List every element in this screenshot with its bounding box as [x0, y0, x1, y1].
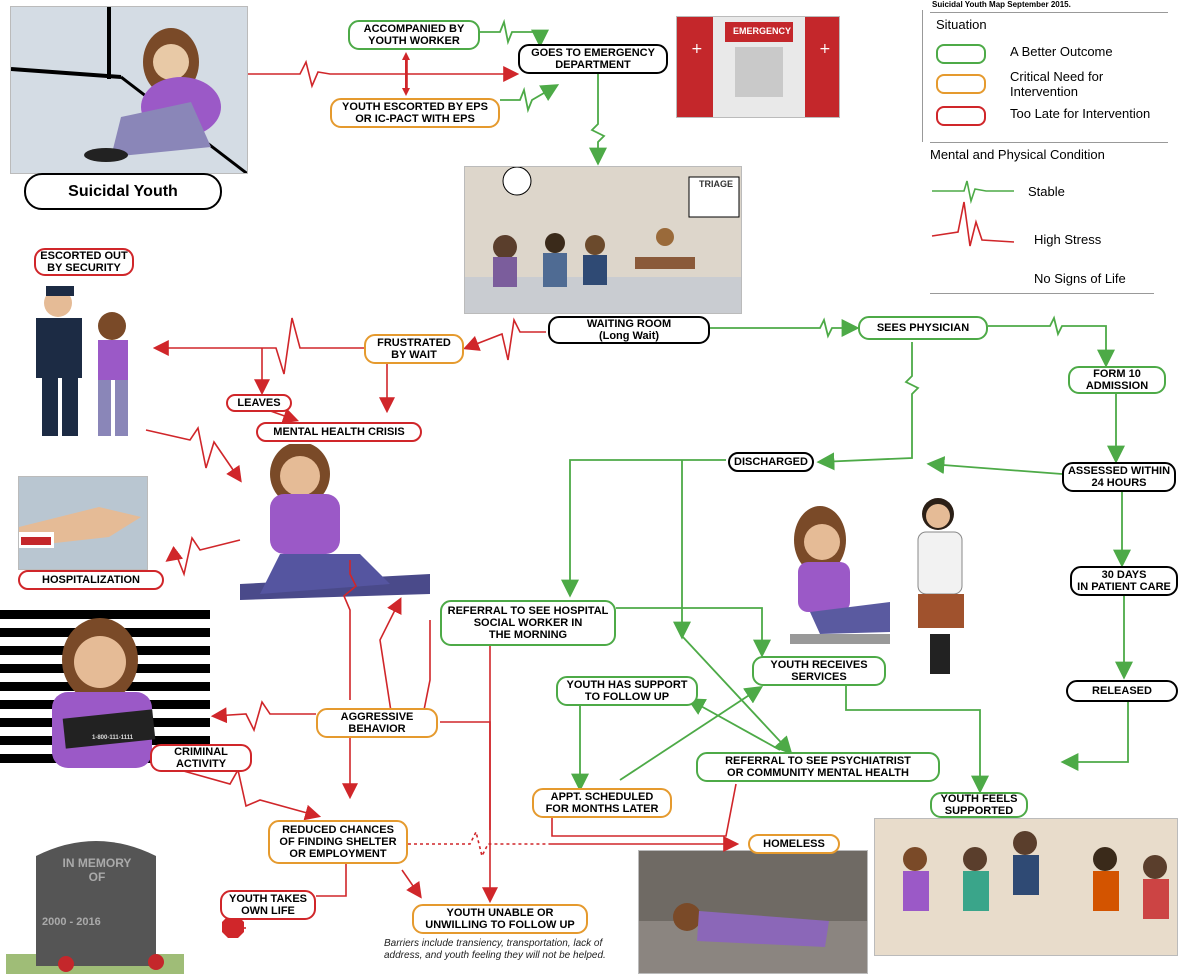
node-leaves: LEAVES	[226, 394, 292, 412]
node-waiting-room: WAITING ROOM (Long Wait)	[548, 316, 710, 344]
legend-pulse-icons	[931, 180, 1015, 247]
legend-critical-need-swatch	[936, 74, 986, 94]
waiting-room-illustration: TRIAGE	[464, 166, 742, 314]
legend-too-late-label: Too Late for Intervention	[1010, 106, 1151, 121]
node-homeless: HOMELESS	[748, 834, 840, 854]
node-discharged: DISCHARGED	[728, 452, 814, 472]
node-youth-receives-services: YOUTH RECEIVES SERVICES	[752, 656, 886, 686]
legend-no-signs-label: No Signs of Life	[1034, 271, 1126, 286]
node-youth-escorted-by-eps: YOUTH ESCORTED BY EPS OR IC-PACT WITH EP…	[330, 98, 500, 128]
high-stress-pulse-icon	[931, 201, 1015, 247]
legend-situation-heading: Situation	[936, 17, 987, 32]
security-guard-illustration	[18, 278, 142, 438]
svg-text:+: +	[691, 41, 703, 57]
node-reduced-chances: REDUCED CHANCES OF FINDING SHELTER OR EM…	[268, 820, 408, 864]
legend: Situation A Better Outcome Critical Need…	[922, 0, 1178, 300]
node-referral-hospital-social-worker: REFERRAL TO SEE HOSPITAL SOCIAL WORKER I…	[440, 600, 616, 646]
node-hospitalization: HOSPITALIZATION	[18, 570, 164, 590]
crisis-youth-illustration	[240, 444, 436, 600]
support-group-illustration	[874, 818, 1178, 956]
node-youth-unable-unwilling: YOUTH UNABLE OR UNWILLING TO FOLLOW UP	[412, 904, 588, 934]
legend-condition-heading: Mental and Physical Condition	[930, 147, 1105, 162]
node-assessed-within-24-hours: ASSESSED WITHIN 24 HOURS	[1062, 462, 1176, 492]
legend-high-stress-label: High Stress	[1034, 232, 1102, 247]
tombstone-memory-text: IN MEMORY OF	[62, 856, 132, 884]
node-mental-health-crisis: MENTAL HEALTH CRISIS	[256, 422, 422, 442]
node-suicidal-youth: Suicidal Youth	[24, 173, 222, 210]
node-escorted-out-by-security: ESCORTED OUT BY SECURITY	[34, 248, 134, 276]
emergency-sign-text: EMERGENCY	[733, 26, 792, 36]
legend-stable-label: Stable	[1028, 184, 1065, 199]
psychiatrist-illustration	[770, 484, 1002, 680]
legend-critical-need-label: Critical Need for Intervention	[1010, 69, 1104, 99]
node-youth-takes-own-life: YOUTH TAKES OWN LIFE	[220, 890, 316, 920]
tombstone-years-text: 2000 - 2016	[42, 916, 101, 928]
stop-icon	[222, 916, 244, 938]
legend-better-outcome-swatch	[936, 44, 986, 64]
tombstone-illustration: IN MEMORY OF 2000 - 2016	[6, 826, 184, 974]
mugshot-sign-text: 1-800-111-1111	[92, 735, 134, 741]
hospitalization-illustration	[18, 476, 148, 570]
node-sees-physician: SEES PHYSICIAN	[858, 316, 988, 340]
map-title: Suicidal Youth Map September 2015.	[932, 0, 1071, 9]
legend-better-outcome-label: A Better Outcome	[1010, 44, 1113, 59]
node-criminal-activity: CRIMINAL ACTIVITY	[150, 744, 252, 772]
node-aggressive-behavior: AGGRESSIVE BEHAVIOR	[316, 708, 438, 738]
stable-pulse-icon	[932, 180, 1014, 205]
mugshot-illustration: 1-800-111-1111	[0, 610, 210, 768]
node-youth-has-support: YOUTH HAS SUPPORT TO FOLLOW UP	[556, 676, 698, 706]
node-frustrated-by-wait: FRUSTRATED BY WAIT	[364, 334, 464, 364]
legend-too-late-swatch	[936, 106, 986, 126]
node-goes-to-emergency: GOES TO EMERGENCY DEPARTMENT	[518, 44, 668, 74]
emergency-door-illustration: + + EMERGENCY	[676, 16, 840, 118]
node-form-10-admission: FORM 10 ADMISSION	[1068, 366, 1166, 394]
node-youth-feels-supported: YOUTH FEELS SUPPORTED	[930, 792, 1028, 818]
suicidal-youth-illustration	[10, 6, 248, 174]
homeless-illustration	[638, 850, 868, 974]
node-appt-scheduled-months-later: APPT. SCHEDULED FOR MONTHS LATER	[532, 788, 672, 818]
node-accompanied-by-youth-worker: ACCOMPANIED BY YOUTH WORKER	[348, 20, 480, 50]
node-30-days-in-patient-care: 30 DAYS IN PATIENT CARE	[1070, 566, 1178, 596]
triage-sign-text: TRIAGE	[699, 179, 734, 189]
barriers-note: Barriers include transiency, transportat…	[384, 938, 606, 961]
node-referral-psychiatrist: REFERRAL TO SEE PSYCHIATRIST OR COMMUNIT…	[696, 752, 940, 782]
svg-text:+: +	[819, 41, 831, 57]
node-released: RELEASED	[1066, 680, 1178, 702]
